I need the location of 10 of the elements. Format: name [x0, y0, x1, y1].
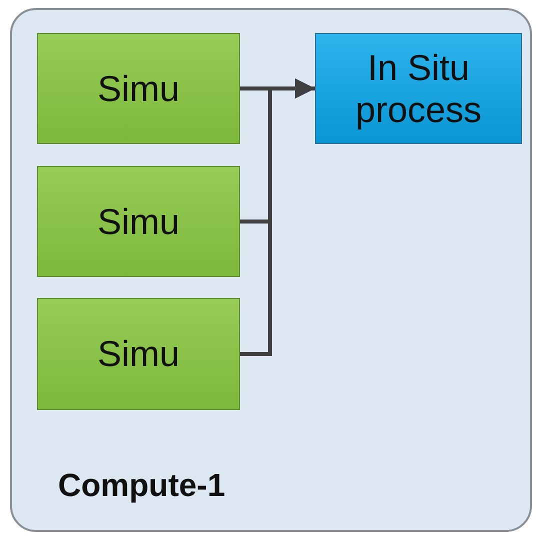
node-label: In Situ process	[354, 47, 483, 130]
process-box	[315, 33, 522, 144]
node-label: Simu	[97, 200, 180, 242]
node-label: Simu	[97, 333, 180, 375]
process-box	[37, 33, 240, 144]
process-box	[37, 166, 240, 277]
process-box	[37, 298, 240, 410]
container-box	[10, 8, 532, 532]
container-label: Compute-1	[58, 467, 226, 504]
node-label: Simu	[97, 68, 180, 110]
